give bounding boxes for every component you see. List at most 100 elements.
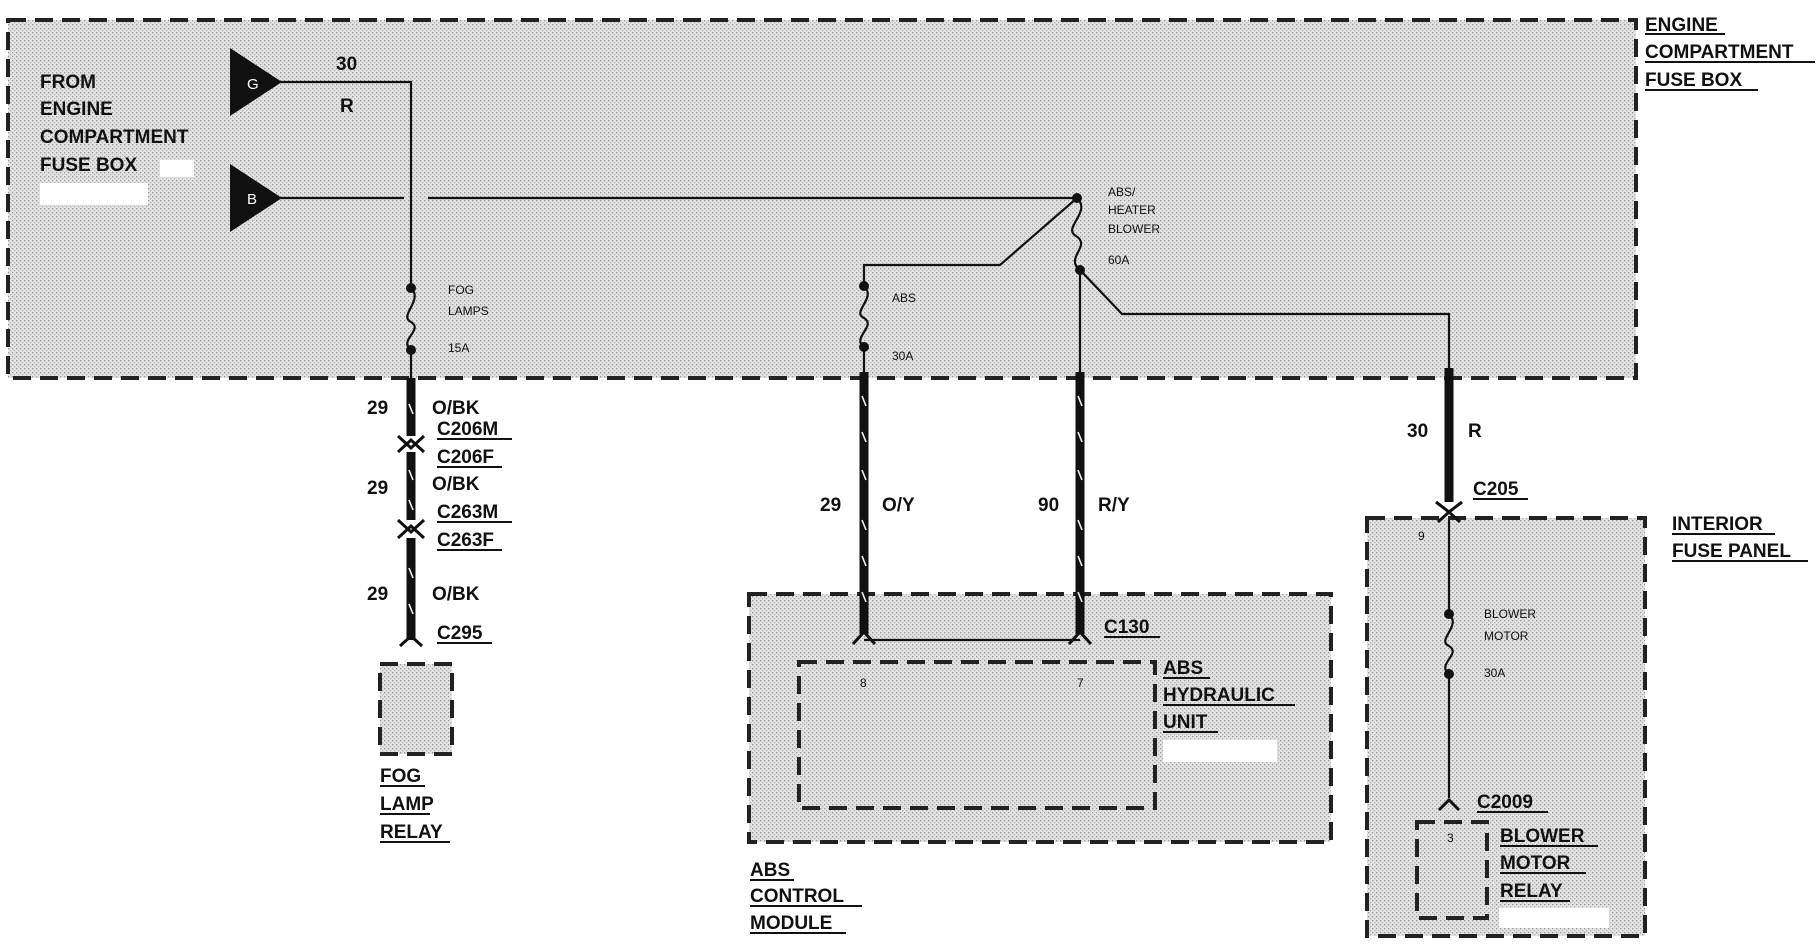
label-blower-motor-relay: BLOWER MOTOR RELAY [1500, 826, 1598, 902]
svg-text:COMPARTMENT: COMPARTMENT [1645, 42, 1794, 63]
source-g-letter: G [247, 76, 259, 93]
wire-blower-feed-circuit: 30 [1407, 421, 1428, 442]
source-g-connector: G [230, 48, 282, 116]
svg-text:ABS: ABS [1163, 658, 1203, 679]
svg-text:BLOWER: BLOWER [1108, 222, 1160, 236]
svg-text:LAMP: LAMP [380, 794, 434, 815]
wire-abs-power-circuit: 29 [820, 495, 841, 516]
harness-fog [406, 378, 416, 640]
svg-text:UNIT: UNIT [1163, 712, 1208, 733]
svg-text:FROM: FROM [40, 72, 96, 93]
svg-text:CONTROL: CONTROL [750, 886, 844, 907]
svg-text:INTERIOR: INTERIOR [1672, 514, 1763, 535]
source-b-letter: B [247, 191, 257, 208]
svg-text:BLOWER: BLOWER [1484, 607, 1536, 621]
svg-text:MOTOR: MOTOR [1500, 853, 1571, 874]
svg-text:ENGINE: ENGINE [40, 99, 113, 120]
svg-text:15A: 15A [448, 341, 469, 355]
pin-interior-in: 9 [1418, 529, 1425, 543]
svg-text:C206F: C206F [437, 447, 494, 468]
svg-text:ABS/: ABS/ [1108, 185, 1136, 199]
pin-abs-power: 8 [860, 676, 867, 690]
harness-abs-feed [1075, 372, 1085, 634]
fuse-abs-heater-blower [1071, 193, 1085, 275]
label-from-fuse-box: FROM ENGINE COMPARTMENT FUSE BOX [40, 72, 189, 176]
pin-relay-in: 3 [1447, 831, 1454, 845]
wire-feed-g-circuit: 30 [336, 54, 357, 75]
wire-fog-1-color: O/BK [432, 398, 480, 419]
fuse-abs-heater-blower-label: ABS/ HEATER BLOWER 60A [1108, 185, 1160, 267]
svg-text:HEATER: HEATER [1108, 203, 1156, 217]
connector-c295-label: C295 [437, 623, 492, 644]
connector-c130-pin8-symbol [851, 629, 877, 646]
fuse-fog-lamps [406, 283, 416, 355]
connector-c295-symbol [398, 633, 424, 648]
wire-fog-2-color: O/BK [432, 474, 480, 495]
svg-text:RELAY: RELAY [380, 822, 443, 843]
fuse-abs-label: ABS 30A [892, 291, 916, 363]
wire-abs-feed-circuit: 90 [1038, 495, 1059, 516]
connector-c205-symbol [1435, 500, 1463, 524]
wire-fog-3-circuit: 29 [367, 584, 388, 605]
svg-text:FUSE BOX: FUSE BOX [1645, 70, 1742, 91]
label-fog-lamp-relay: FOG LAMP RELAY [380, 766, 450, 843]
blank-patch [160, 160, 194, 177]
svg-text:BLOWER: BLOWER [1500, 826, 1585, 847]
svg-text:ABS: ABS [750, 860, 790, 881]
connector-c2009-symbol [1437, 797, 1461, 812]
label-interior-fuse-panel: INTERIOR FUSE PANEL [1672, 514, 1808, 562]
svg-text:MOTOR: MOTOR [1484, 629, 1529, 643]
connector-c2009-label: C2009 [1477, 792, 1548, 813]
connector-c206-symbol [396, 434, 426, 454]
svg-text:FUSE PANEL: FUSE PANEL [1672, 541, 1791, 562]
wire-g-feed [278, 80, 413, 288]
interior-fuse-panel-outline [1365, 516, 1647, 938]
wire-abs-branch [862, 197, 1078, 286]
pin-abs-feed: 7 [1077, 676, 1084, 690]
svg-text:30A: 30A [1484, 666, 1505, 680]
label-abs-control-module: ABS CONTROL MODULE [750, 860, 862, 934]
label-abs-hydraulic-unit: ABS HYDRAULIC UNIT [1163, 658, 1295, 733]
fog-lamp-relay-outline [378, 662, 454, 756]
svg-text:C206M: C206M [437, 419, 498, 440]
svg-text:C263M: C263M [437, 502, 498, 523]
svg-text:C295: C295 [437, 623, 483, 644]
svg-text:ABS: ABS [892, 291, 916, 305]
label-engine-fuse-box: ENGINE COMPARTMENT FUSE BOX [1645, 15, 1815, 91]
fuse-abs [859, 281, 869, 352]
wire-abs-power-color: O/Y [882, 495, 915, 516]
svg-text:C130: C130 [1104, 617, 1149, 638]
fuse-blower-motor-label: BLOWER MOTOR 30A [1484, 607, 1536, 680]
blank-patch [1163, 740, 1277, 762]
wire-blower-feed-color: R [1468, 421, 1482, 442]
connector-c205-label: C205 [1473, 479, 1528, 500]
connector-c263-symbol [396, 518, 426, 540]
svg-text:60A: 60A [1108, 253, 1129, 267]
source-b-connector: B [230, 164, 282, 232]
svg-text:C205: C205 [1473, 479, 1519, 500]
svg-text:COMPARTMENT: COMPARTMENT [40, 127, 189, 148]
svg-text:HYDRAULIC: HYDRAULIC [1163, 685, 1275, 706]
wire-blower-branch [1079, 269, 1451, 368]
blank-patch [1499, 908, 1609, 928]
svg-text:RELAY: RELAY [1500, 881, 1563, 902]
svg-text:LAMPS: LAMPS [448, 304, 489, 318]
svg-text:FOG: FOG [448, 283, 474, 297]
connector-c130-label: C130 [1104, 617, 1160, 638]
wire-fog-1-circuit: 29 [367, 398, 388, 419]
blank-patch [40, 183, 148, 205]
wire-fog-3-color: O/BK [432, 584, 480, 605]
svg-text:FOG: FOG [380, 766, 421, 787]
svg-text:C263F: C263F [437, 530, 494, 551]
harness-abs-power [859, 372, 869, 634]
abs-control-module-outline [747, 592, 1333, 844]
svg-text:C2009: C2009 [1477, 792, 1533, 813]
blower-motor-relay-outline [1415, 820, 1489, 920]
connector-c263-labels: C263M C263F [437, 502, 512, 551]
wire-fog-2-circuit: 29 [367, 478, 388, 499]
wire-abs-feed-color: R/Y [1098, 495, 1130, 516]
connector-c130-pin7-symbol [1067, 629, 1093, 646]
fuse-fog-lamps-label: FOG LAMPS 15A [448, 283, 489, 355]
svg-text:30A: 30A [892, 349, 913, 363]
